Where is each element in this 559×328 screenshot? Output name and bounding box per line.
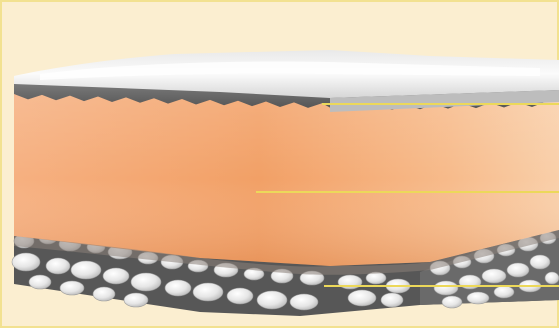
cell bbox=[434, 281, 458, 295]
cell bbox=[494, 286, 514, 298]
cell bbox=[71, 261, 101, 279]
cell bbox=[165, 280, 191, 296]
cell bbox=[131, 273, 161, 291]
cell bbox=[227, 288, 253, 304]
cell bbox=[29, 275, 51, 289]
cell bbox=[467, 292, 489, 304]
cell bbox=[124, 293, 148, 307]
cell bbox=[46, 258, 70, 274]
cell bbox=[381, 293, 403, 307]
orange-middle-layer bbox=[14, 92, 559, 275]
cell bbox=[482, 269, 506, 283]
cell bbox=[290, 294, 318, 310]
cell bbox=[545, 272, 559, 284]
cell bbox=[348, 290, 376, 306]
cell bbox=[93, 287, 115, 301]
cell bbox=[507, 263, 529, 277]
cell bbox=[103, 268, 129, 284]
cell bbox=[193, 283, 223, 301]
cell bbox=[60, 281, 84, 295]
cell bbox=[12, 253, 40, 271]
cell bbox=[530, 255, 550, 269]
cell bbox=[442, 296, 462, 308]
cell bbox=[257, 291, 287, 309]
